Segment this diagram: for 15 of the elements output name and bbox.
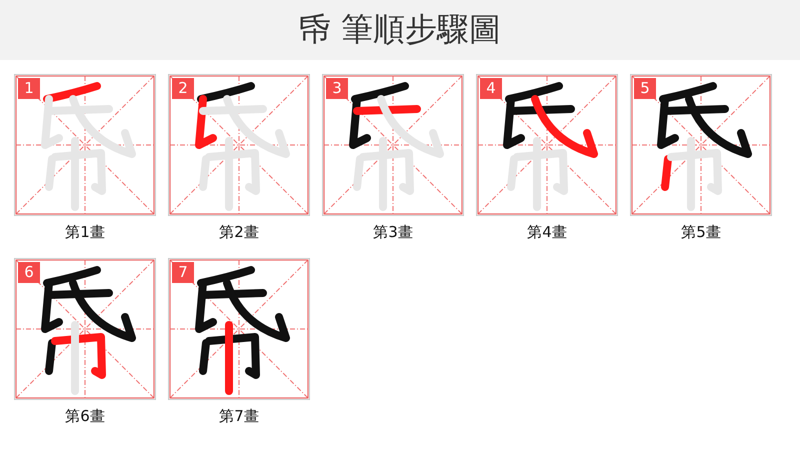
step-number: 1 <box>18 78 40 99</box>
title: 帋 筆順步驟圖 <box>298 9 502 49</box>
step-caption: 第3畫 <box>373 222 413 242</box>
step-number: 5 <box>634 78 656 99</box>
step-caption: 第4畫 <box>527 222 567 242</box>
step-caption: 第2畫 <box>219 222 259 242</box>
step-number: 7 <box>172 262 194 283</box>
step-caption: 第5畫 <box>681 222 721 242</box>
step-caption: 第1畫 <box>65 222 105 242</box>
step-number: 6 <box>18 262 40 283</box>
step-caption: 第7畫 <box>219 406 259 426</box>
step-number: 3 <box>326 78 348 99</box>
step-number: 2 <box>172 78 194 99</box>
step-caption: 第6畫 <box>65 406 105 426</box>
step-number: 4 <box>480 78 502 99</box>
